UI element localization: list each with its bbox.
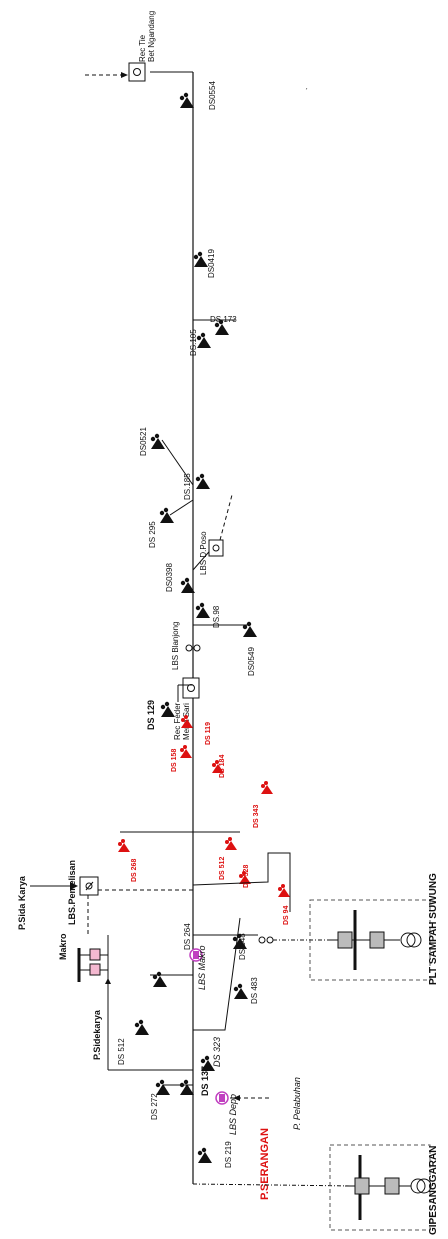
ds548-label: DS 548 [238, 933, 247, 960]
ds219-label: DS 219 [224, 1141, 233, 1168]
p-serangan-label: P.SERANGAN [259, 1128, 271, 1200]
sidakarya-arrow-icon [70, 882, 78, 890]
plt-sampah-label: PLT SAMPAH SUWUNG [428, 873, 439, 985]
ds184-label: DS 184 [219, 755, 226, 778]
makro-label: Makro [58, 933, 68, 960]
tie-arrow-icon [121, 72, 128, 78]
ds173-label: DS.173 [210, 315, 237, 324]
rec-tie-label: Rec Tie [138, 34, 147, 62]
ds94-label: DS 94 [283, 905, 290, 925]
ds94-branch [192, 852, 291, 912]
ds98-label: DS.98 [212, 605, 221, 628]
ds0549-icon[interactable] [242, 621, 257, 637]
ds158-label: DS 158 [171, 749, 178, 772]
plt-breaker-a-icon[interactable] [337, 931, 353, 949]
p-sidekarya-label: P.Sidekarya [92, 1009, 102, 1060]
ds0521-label: DS0521 [139, 427, 148, 456]
ds272-label: DS 272 [150, 1093, 159, 1120]
p-sida-karya-label: P.Sida Karya [17, 875, 27, 930]
lbs-blanjong-icon-a[interactable] [185, 644, 193, 652]
ds268-label: DS 268 [131, 859, 138, 882]
ds0554-label: DS0554 [208, 81, 217, 110]
gi-transformer-a-icon [410, 1178, 426, 1194]
gi-dashdot [192, 1183, 356, 1187]
lbs-depo-label: LBS Depo [228, 1094, 238, 1135]
ds0554-icon[interactable] [179, 92, 194, 108]
lbs-makro-symbol [193, 951, 199, 959]
rec-feder-icon[interactable] [182, 677, 200, 699]
tick-mark: ˏ [305, 81, 308, 90]
ds98-icon[interactable] [195, 602, 210, 618]
ds119-label: DS 119 [205, 722, 212, 745]
ds264-icon[interactable] [152, 971, 167, 987]
plt-breaker-b-icon[interactable] [369, 931, 385, 949]
ds512-label: DS 512 [117, 1038, 126, 1065]
ds548-branch [193, 917, 241, 1031]
ds512r-label: DS 512 [219, 857, 226, 880]
gipesanggaran-box [329, 1144, 431, 1231]
ds0398-label: DS0398 [165, 563, 174, 592]
recloser-tie-symbol [133, 68, 141, 76]
gi-breaker-a-icon[interactable] [354, 1177, 370, 1195]
plt-sampah-box [309, 899, 431, 981]
ds343-label: DS 343 [253, 805, 260, 828]
ds323-label: DS 323 [212, 1037, 222, 1067]
gi-breaker-b-icon[interactable] [384, 1177, 400, 1195]
gipesanggaran-label: GIPESANGGARAN [428, 1146, 439, 1235]
lbs-depo-symbol [219, 1094, 225, 1102]
lbs-blanjong-icon-b[interactable] [193, 644, 201, 652]
ds528-label: DS 528 [243, 865, 250, 888]
ds512-icon[interactable] [134, 1019, 149, 1035]
bet-ngandang-label: Bet Ngandang [147, 11, 156, 62]
recloser-tie-icon[interactable] [128, 62, 146, 82]
makro-breaker-a-icon[interactable] [89, 948, 101, 961]
p-pelabuhan-label: P. Pelabuhan [292, 1077, 302, 1130]
ds0549-label: DS0549 [247, 647, 256, 676]
lbs-makro-label: LBS Makro [197, 945, 207, 990]
lbs-dposo-icon[interactable] [208, 539, 224, 557]
ds512r-icon[interactable] [225, 837, 237, 850]
ds158-icon[interactable] [180, 745, 192, 758]
ds343-icon[interactable] [261, 781, 273, 794]
ds264-label: DS 264 [183, 923, 192, 950]
ds105-icon[interactable] [196, 332, 211, 348]
ds483-label: DS 483 [250, 977, 259, 1004]
ds219-icon[interactable] [197, 1147, 212, 1163]
lbs-blanjong-label: LBS Blanjong [171, 622, 180, 670]
ds295-icon[interactable] [159, 507, 174, 523]
makro-breaker-b-icon[interactable] [89, 963, 101, 976]
ds295-label: DS 295 [148, 521, 157, 548]
plt-switch-b-icon[interactable] [266, 936, 274, 944]
pelabuhan-arrow-icon [233, 1095, 240, 1101]
ds483-icon[interactable] [233, 983, 248, 999]
dposo-dashed [219, 494, 233, 541]
lbs-pemelisan-symbol [85, 882, 93, 890]
ds129-label: DS 129 [146, 700, 156, 730]
ds185-label: DS.185 [183, 473, 192, 500]
ds0419-label: DS0419 [207, 249, 216, 278]
ds295-branch [169, 499, 194, 516]
makro-arrow-icon [105, 978, 111, 984]
ds185-icon[interactable] [195, 473, 210, 489]
ds94-icon[interactable] [278, 884, 290, 897]
lbs-pemelisan-blade [85, 881, 94, 891]
lbs-dposo-label: LBS D.Poso [199, 531, 208, 575]
ds268-icon[interactable] [118, 839, 130, 852]
ds105-label: DS.105 [189, 329, 198, 356]
ds0419-icon[interactable] [193, 251, 208, 267]
ds272-icon[interactable] [155, 1079, 170, 1095]
lbs-dposo-symbol [212, 544, 220, 552]
plt-transformer-a-icon [400, 932, 416, 948]
lbs-pemelisan-label: LBS.Pemelisan [67, 860, 77, 925]
plt-switch-a-icon[interactable] [258, 936, 266, 944]
ds137-label: DS 137 [200, 1066, 210, 1096]
plt-transformer-b-icon [406, 932, 422, 948]
gi-transformer-b-icon [416, 1178, 432, 1194]
ds137-icon[interactable] [179, 1079, 194, 1095]
ds0521-branch [161, 439, 194, 486]
rec-feder-label: Rec Feder [173, 702, 182, 740]
